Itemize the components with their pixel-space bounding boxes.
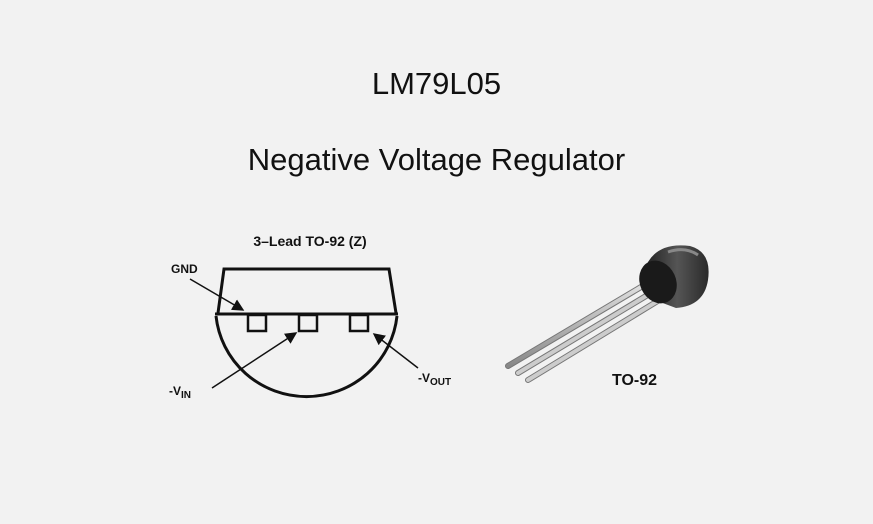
- vout-subscript: OUT: [430, 377, 452, 388]
- vin-prefix: -V: [169, 384, 181, 398]
- package-outline: [216, 267, 398, 314]
- package-label: 3–Lead TO-92 (Z): [253, 233, 367, 249]
- vin-arrow: [211, 332, 298, 389]
- pin-pad-gnd: [246, 313, 268, 333]
- page-subtitle: Negative Voltage Regulator: [247, 142, 626, 177]
- vout-prefix: -V: [418, 371, 430, 385]
- to92-transistor-image: [505, 245, 709, 383]
- photo-label: TO-92: [612, 372, 658, 389]
- gnd-arrow: [189, 278, 245, 311]
- page-title: LM79L05: [371, 66, 502, 101]
- pin-label-vin: -VIN: [169, 384, 191, 401]
- pin-pad-vout: [348, 313, 370, 333]
- package-arc: [214, 315, 399, 399]
- pin-label-gnd: GND: [171, 262, 198, 276]
- pin-label-vout: -VOUT: [418, 371, 451, 388]
- vout-arrow: [372, 333, 419, 369]
- pin-pad-vin: [297, 313, 319, 333]
- vin-subscript: IN: [181, 390, 191, 401]
- pinout-drawing: [189, 267, 419, 399]
